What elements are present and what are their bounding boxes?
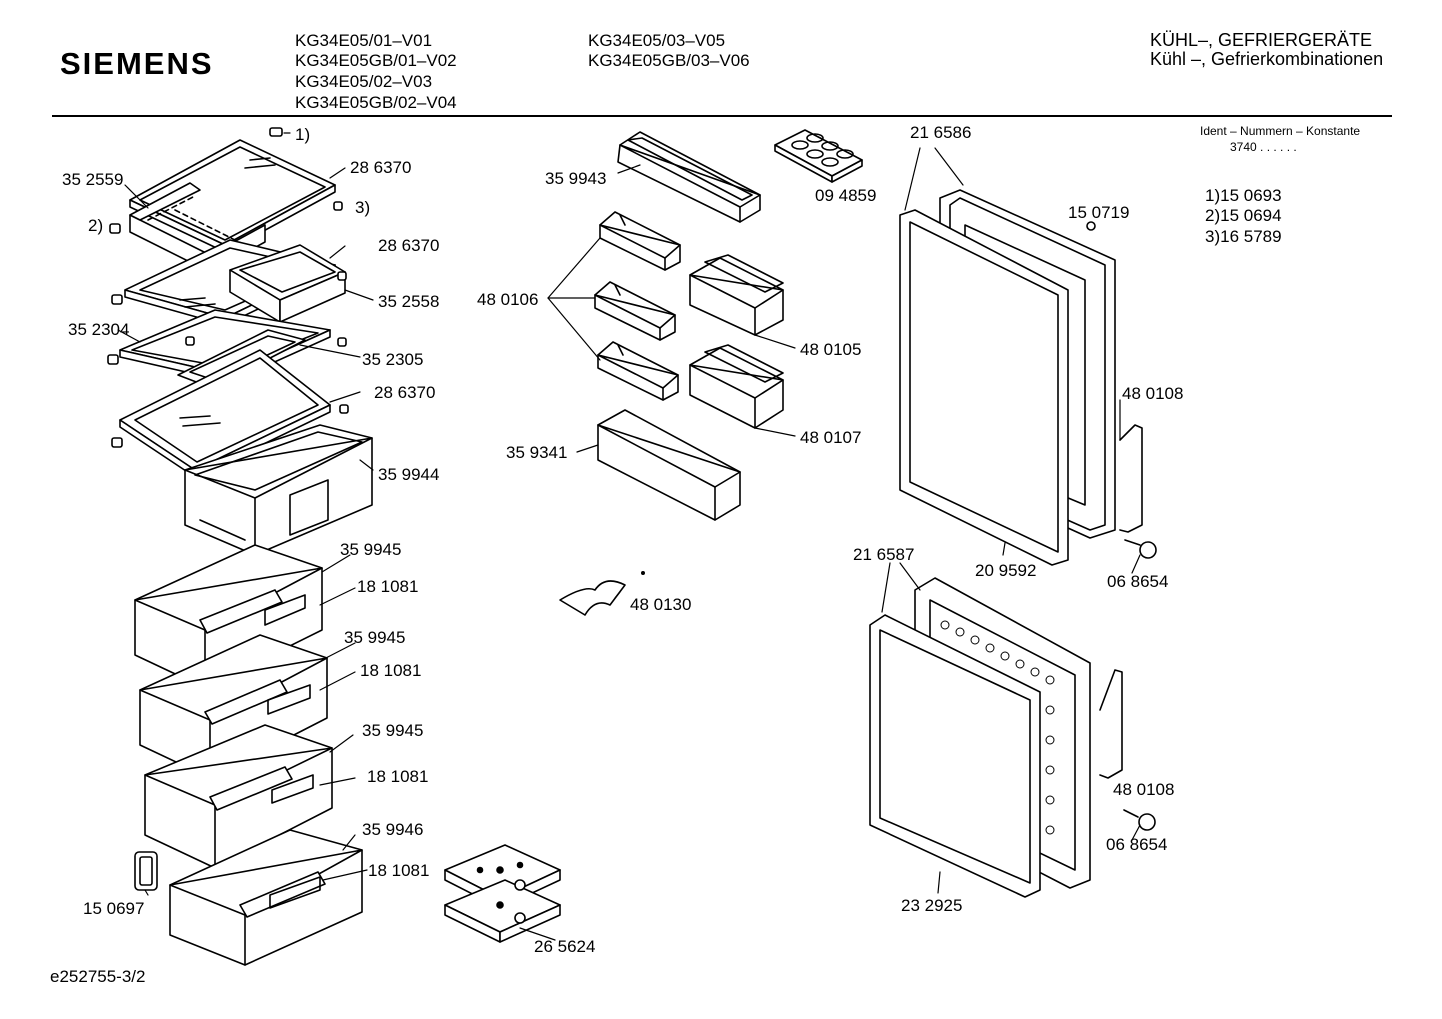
part-label: 35 9945 <box>362 721 424 740</box>
part-label: 35 2304 <box>68 320 130 339</box>
model-number: KG34E05GB/03–V06 <box>588 51 750 70</box>
ice-pack-26-5624 <box>445 845 560 942</box>
part-label: 35 9341 <box>506 443 568 462</box>
ident-title: Ident – Nummern – Konstante <box>1200 124 1361 138</box>
part-label: 35 9944 <box>378 465 440 484</box>
part-label: 21 6587 <box>853 545 915 564</box>
part-label: 35 9945 <box>344 628 406 647</box>
document-id: e252755-3/2 <box>50 967 146 986</box>
part-label: 35 2558 <box>378 292 440 311</box>
ident-value: 3740 . . . . . . <box>1230 140 1297 154</box>
fridge-door-gasket-20-9592 <box>900 210 1068 565</box>
part-label: 48 0108 <box>1113 780 1175 799</box>
door-bin-48-0107 <box>690 345 783 428</box>
clip-icon <box>112 405 348 447</box>
part-label: 35 2305 <box>362 350 424 369</box>
part-label: 21 6586 <box>910 123 972 142</box>
door-handle <box>1100 425 1142 778</box>
part-label: 18 1081 <box>360 661 422 680</box>
part-label: 35 9946 <box>362 820 424 839</box>
part-label: 18 1081 <box>368 861 430 880</box>
part-label: 15 0697 <box>83 899 145 918</box>
part-label: 48 0105 <box>800 340 862 359</box>
small-clip-15-0697 <box>135 852 157 890</box>
header-divider <box>52 115 1392 117</box>
door-bin-35-9943 <box>618 132 760 222</box>
clip-icon <box>108 337 346 364</box>
egg-tray-09-4859 <box>775 130 862 182</box>
part-label: 35 2559 <box>62 170 124 189</box>
part-label: 48 0107 <box>800 428 862 447</box>
door-bin-small-48-0106 <box>595 282 675 340</box>
drawer-35-2558 <box>230 245 345 322</box>
door-bin-48-0105 <box>690 255 783 335</box>
clip-icon <box>110 128 342 233</box>
screw-icon <box>1087 222 1156 830</box>
part-label: 06 8654 <box>1106 835 1168 854</box>
model-number: KG34E05/02–V03 <box>295 72 433 91</box>
door-bin-small-48-0106 <box>598 342 678 400</box>
clip-icon <box>112 272 346 304</box>
model-number: KG34E05/01–V01 <box>295 31 433 50</box>
leader-lines <box>118 133 1140 940</box>
part-label: 23 2925 <box>901 896 963 915</box>
note-ref: 2) <box>88 216 104 235</box>
note-ref: 3) <box>355 198 371 217</box>
part-label: 28 6370 <box>350 158 412 177</box>
ident-note: 3)16 5789 <box>1205 227 1282 246</box>
category-subtitle: Kühl –, Gefrierkombinationen <box>1150 49 1384 69</box>
part-label: 26 5624 <box>534 937 596 956</box>
part-label: 48 0108 <box>1122 384 1184 403</box>
part-label: 18 1081 <box>367 767 429 786</box>
part-label: 18 1081 <box>357 577 419 596</box>
freezer-drawer-3 <box>145 725 332 868</box>
ident-note: 1)15 0693 <box>1205 186 1282 205</box>
ident-note: 2)15 0694 <box>1205 206 1282 225</box>
part-label: 20 9592 <box>975 561 1037 580</box>
part-label: 28 6370 <box>378 236 440 255</box>
model-number: KG34E05/03–V05 <box>588 31 726 50</box>
category-title: KÜHL–, GEFRIERGERÄTE <box>1150 30 1373 50</box>
brand-logo: SIEMENS <box>60 46 214 81</box>
model-number: KG34E05GB/02–V04 <box>295 93 457 112</box>
part-label: 15 0719 <box>1068 203 1130 222</box>
part-label: 35 9943 <box>545 169 607 188</box>
freezer-door-gasket-23-2925 <box>870 615 1040 897</box>
door-bin-small-48-0106 <box>600 212 680 270</box>
freezer-drawer-4 <box>170 830 362 965</box>
door-bin-35-9341 <box>598 410 740 520</box>
part-label: 48 0130 <box>630 595 692 614</box>
part-label: 06 8654 <box>1107 572 1169 591</box>
model-number: KG34E05GB/01–V02 <box>295 51 457 70</box>
part-label: 48 0106 <box>477 290 539 309</box>
part-label: 28 6370 <box>374 383 436 402</box>
note-ref: 1) <box>295 125 311 144</box>
part-label: 35 9945 <box>340 540 402 559</box>
bottle-holder-48-0130 <box>560 572 644 615</box>
crisper-bin-35-9944 <box>185 425 372 555</box>
part-label: 09 4859 <box>815 186 877 205</box>
